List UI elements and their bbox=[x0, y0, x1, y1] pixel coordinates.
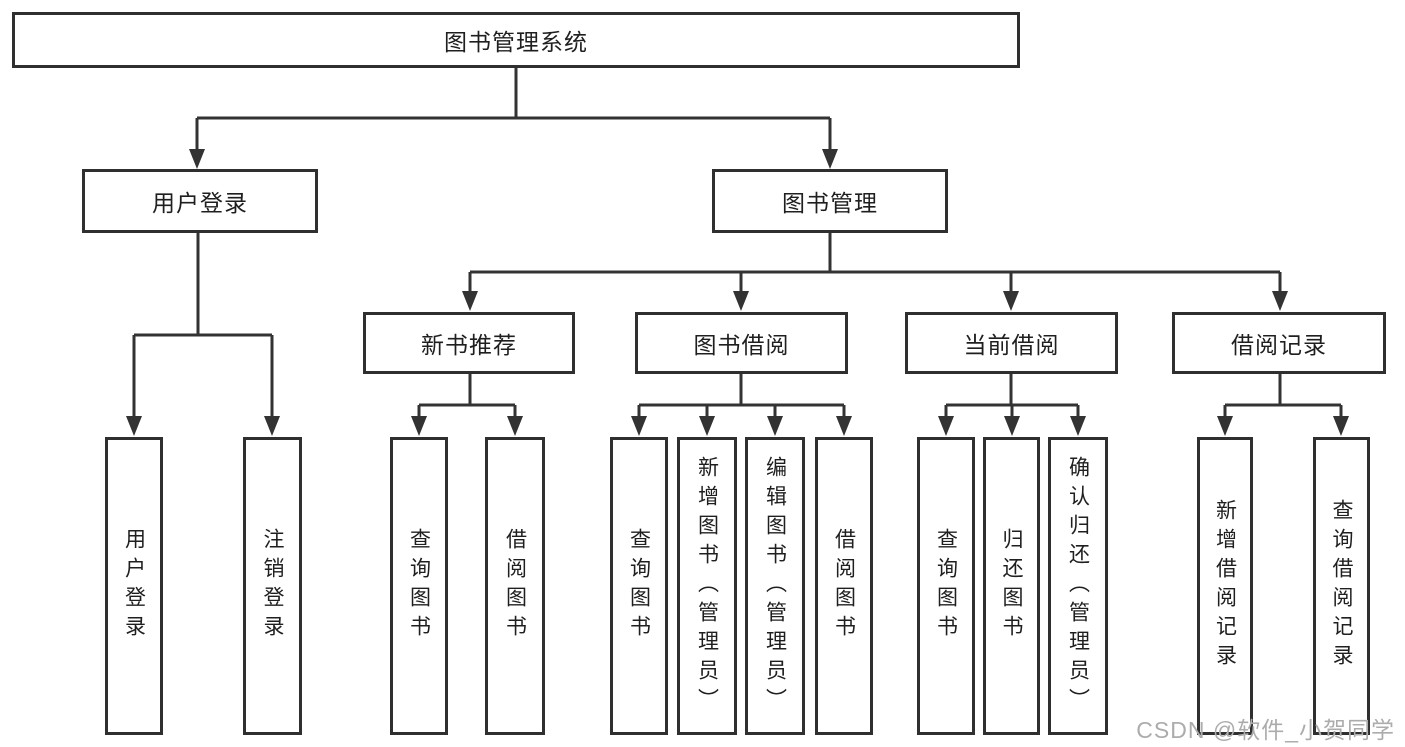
leaf-query-borrow-record: 查询借阅记录 bbox=[1313, 437, 1370, 735]
leaf-user-login: 用户登录 bbox=[105, 437, 163, 735]
arrow-icon bbox=[126, 416, 142, 436]
connector-new-book-recommend-branch bbox=[417, 374, 517, 417]
arrow-icon bbox=[462, 291, 478, 311]
arrow-icon bbox=[264, 416, 280, 436]
arrow-icon bbox=[836, 416, 852, 436]
arrow-icon bbox=[1003, 291, 1019, 311]
arrow-icon bbox=[1217, 416, 1233, 436]
arrowheads bbox=[126, 149, 1349, 436]
leaf-borrow-books-borrow: 借阅图书 bbox=[815, 437, 873, 735]
leaf-logout: 注销登录 bbox=[243, 437, 302, 735]
connector-user-login-branch bbox=[132, 233, 274, 417]
leaf-query-books-recommend: 查询图书 bbox=[390, 437, 448, 735]
arrow-icon bbox=[822, 149, 838, 169]
connector-root-to-level2 bbox=[195, 68, 832, 150]
arrow-icon bbox=[938, 416, 954, 436]
arrow-icon bbox=[767, 416, 783, 436]
connector-current-borrow-branch bbox=[944, 374, 1080, 417]
leaf-add-book-admin: 新增图书（管理员） bbox=[677, 437, 737, 735]
node-root-system: 图书管理系统 bbox=[12, 12, 1020, 68]
leaf-return-books: 归还图书 bbox=[983, 437, 1040, 735]
arrow-icon bbox=[1333, 416, 1349, 436]
arrow-icon bbox=[507, 416, 523, 436]
connector-book-borrow-branch bbox=[637, 374, 846, 417]
leaf-add-borrow-record: 新增借阅记录 bbox=[1197, 437, 1253, 735]
arrow-icon bbox=[699, 416, 715, 436]
connector-borrow-records-branch bbox=[1223, 374, 1343, 417]
arrow-icon bbox=[189, 149, 205, 169]
node-new-book-recommend: 新书推荐 bbox=[363, 312, 575, 374]
connector-book-management-branch bbox=[468, 233, 1282, 292]
arrow-icon bbox=[1272, 291, 1288, 311]
csdn-watermark: CSDN @软件_小贺同学 bbox=[1136, 717, 1395, 743]
node-user-login: 用户登录 bbox=[82, 169, 318, 233]
arrow-icon bbox=[411, 416, 427, 436]
node-current-borrow: 当前借阅 bbox=[905, 312, 1118, 374]
leaf-borrow-books-recommend: 借阅图书 bbox=[485, 437, 545, 735]
arrow-icon bbox=[631, 416, 647, 436]
node-book-management: 图书管理 bbox=[712, 169, 948, 233]
node-book-borrow: 图书借阅 bbox=[635, 312, 848, 374]
node-borrow-records: 借阅记录 bbox=[1172, 312, 1386, 374]
arrow-icon bbox=[733, 291, 749, 311]
arrow-icon bbox=[1004, 416, 1020, 436]
leaf-query-books-current: 查询图书 bbox=[917, 437, 975, 735]
leaf-confirm-return-admin: 确认归还（管理员） bbox=[1048, 437, 1108, 735]
leaf-edit-book-admin: 编辑图书（管理员） bbox=[745, 437, 805, 735]
leaf-query-books-borrow: 查询图书 bbox=[610, 437, 668, 735]
connector-lines bbox=[132, 68, 1343, 417]
arrow-icon bbox=[1070, 416, 1086, 436]
